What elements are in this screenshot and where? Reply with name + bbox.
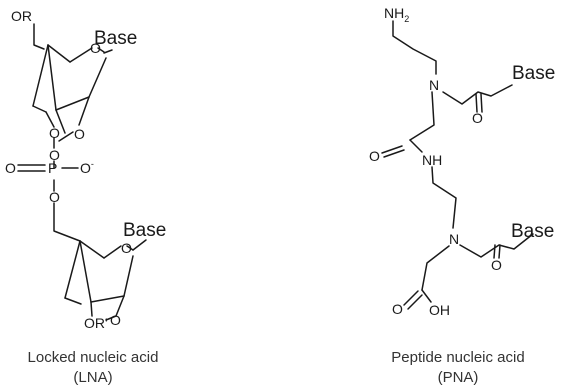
pna-base-top-label: Base	[512, 63, 555, 84]
lna-linker-oxygen-top: O	[49, 125, 60, 141]
pna-caption-abbrev: (PNA)	[438, 369, 479, 386]
lna-ring-oxygen-top: O	[90, 40, 101, 56]
pna-carbonyl-oxygen-bottom: O	[491, 257, 502, 273]
pna-amide-nh: NH	[422, 152, 442, 168]
lna-structure	[17, 23, 147, 321]
pna-nitrogen-bottom: N	[449, 231, 459, 247]
lna-phosphorus: P	[48, 160, 57, 176]
pna-amide-oxygen: O	[369, 148, 380, 164]
lna-bridge-oxygen-bottom: O	[110, 312, 121, 328]
pna-hydroxyl-label: OH	[429, 302, 450, 318]
lna-or-label: OR	[11, 8, 32, 24]
lna-phosphate-oxygen-down: O	[49, 189, 60, 205]
pna-acid-carbonyl-oxygen: O	[392, 301, 403, 317]
lna-or-prime-label: OR'	[84, 315, 108, 331]
lna-ring-oxygen-bottom: O	[121, 240, 132, 256]
pna-base-bottom-label: Base	[511, 221, 554, 242]
pna-structure	[381, 20, 534, 310]
lna-base-bottom-label: Base	[123, 220, 166, 241]
lna-base-top-label: Base	[94, 28, 137, 49]
lna-caption-name: Locked nucleic acid	[28, 349, 159, 366]
pna-caption-name: Peptide nucleic acid	[391, 349, 524, 366]
pna-amine-label: NH2	[384, 5, 409, 24]
pna-nitrogen-top: N	[429, 77, 439, 93]
lna-phosphate-oxygen-up: O	[49, 147, 60, 163]
lna-phosphate-oxygen-anion: O-	[80, 159, 94, 176]
pna-carbonyl-oxygen-top: O	[472, 110, 483, 126]
lna-phosphate-oxygen-double: O	[5, 160, 16, 176]
lna-bridge-oxygen-top: O	[74, 126, 85, 142]
lna-caption-abbrev: (LNA)	[73, 369, 112, 386]
